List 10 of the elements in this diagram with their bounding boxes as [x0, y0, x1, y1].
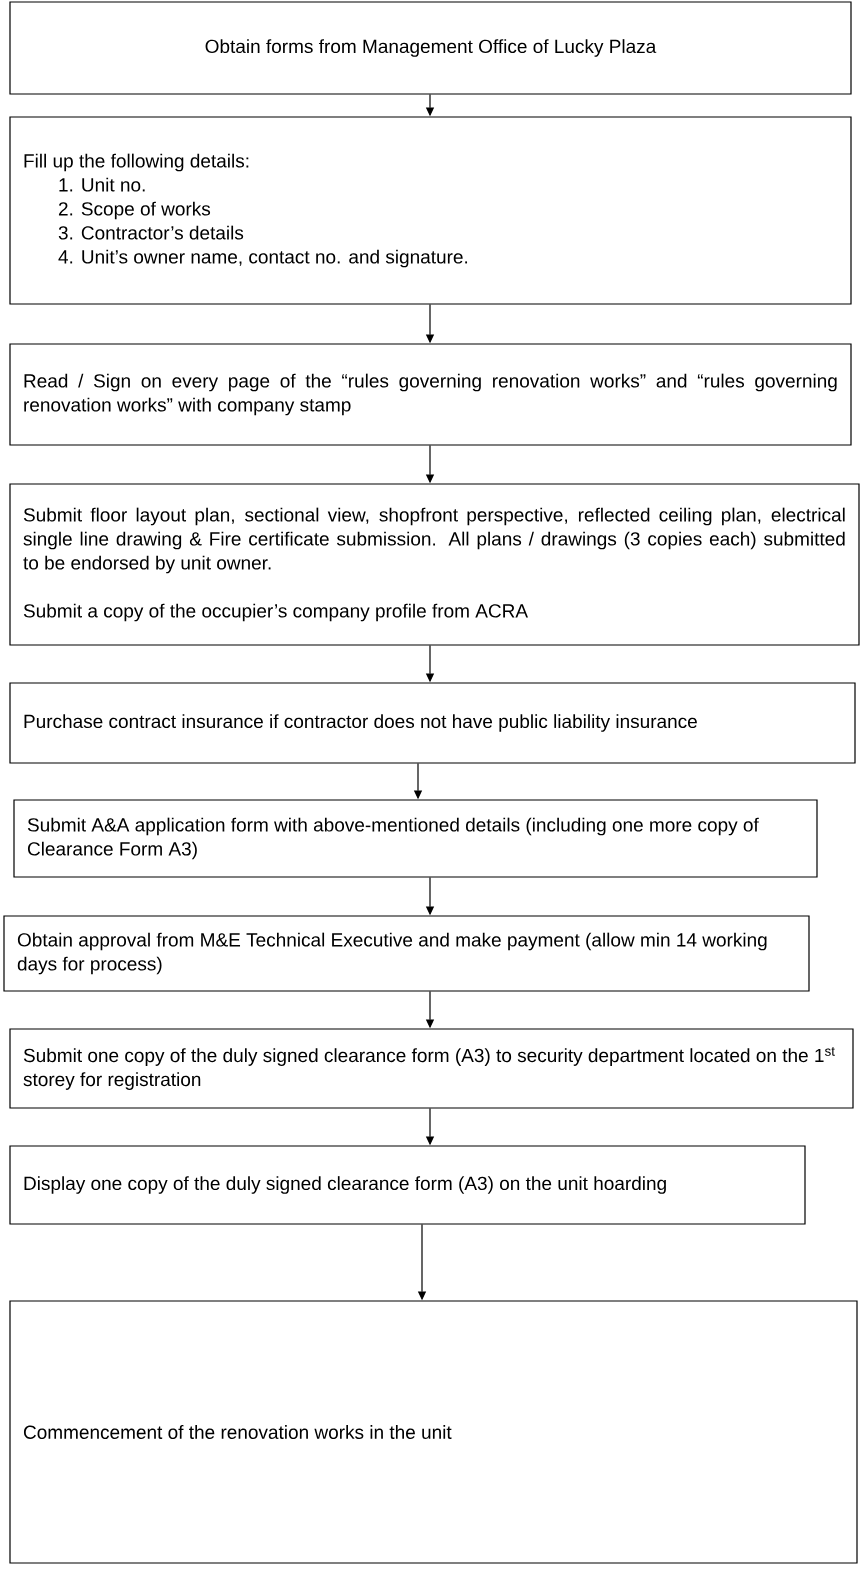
process-box: Submit A&A application form with above-mentioned details (including one more copy of Clearance Form A3) [13, 799, 818, 878]
process-box: Obtain forms from Management Office of Lucky Plaza [9, 1, 852, 95]
process-box: Fill up the following details: 1. Unit no. 2. Scope of works 3. Contractor’s details 4. Unit’s owner name, contact no. and signature. [9, 116, 852, 305]
process-box: Commencement of the renovation works in the unit [9, 1300, 858, 1564]
process-box: Obtain approval from M&E Technical Executive and make payment (allow min 14 working days for process) [3, 915, 810, 992]
process-box: Read / Sign on every page of the “rules governing renovation works” and “rules governing renovation works” with company stamp [9, 343, 852, 446]
process-box: Submit floor layout plan, sectional view, shopfront perspective, reflected ceiling plan, electrical single line drawing & Fire certificate submission. All plans / drawings (3 copies each) submitted to be endorsed by unit owner. Submit a copy of the occupier’s company profile from ACRA [9, 483, 860, 646]
process-box: Purchase contract insurance if contractor does not have public liability insurance [9, 682, 856, 764]
process-box: Submit one copy of the duly signed clearance form (A3) to security department located on the 1$^{st}$ storey for registration [9, 1028, 854, 1109]
process-box: Display one copy of the duly signed clearance form (A3) on the unit hoarding [9, 1145, 806, 1225]
